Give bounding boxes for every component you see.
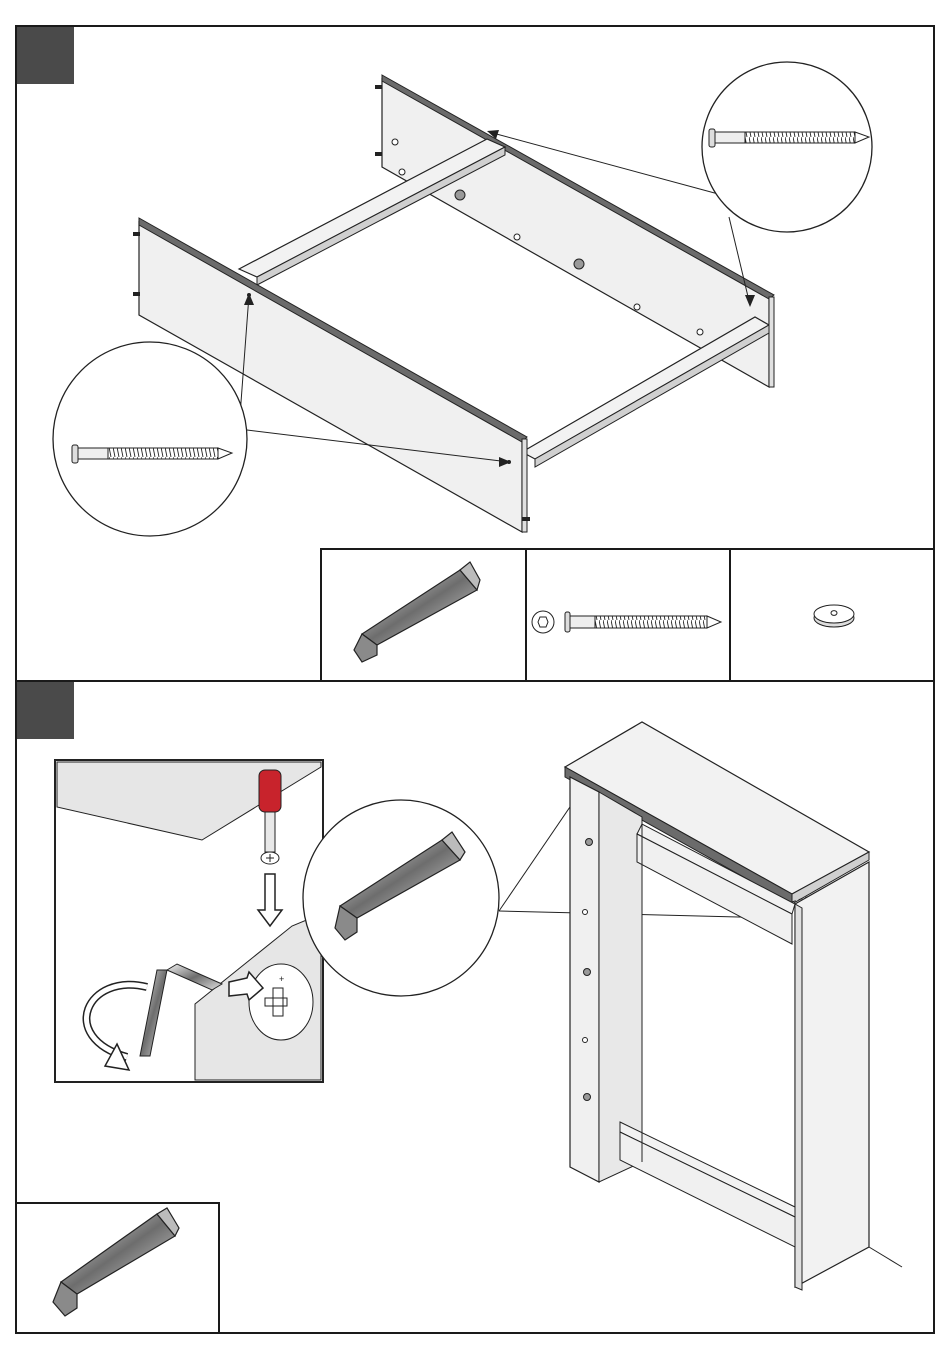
cabinet-frame xyxy=(565,722,902,1290)
part-hex-key xyxy=(15,1202,220,1334)
screw-zoom-callout-right xyxy=(702,62,872,232)
screwdriver-handle xyxy=(259,770,281,812)
cover-cap-icon xyxy=(731,550,933,680)
svg-text:+: + xyxy=(279,974,284,984)
screwdriver-inset: + xyxy=(55,760,323,1082)
assembly-step-2: step-2 + xyxy=(15,680,935,1334)
part-screw-with-cap xyxy=(525,548,731,682)
part-hex-key xyxy=(320,548,527,682)
part-cover-cap xyxy=(729,548,935,682)
screw-zoom-callout-left xyxy=(53,342,247,536)
assembly-step-1: step-1 xyxy=(15,25,935,682)
hex-key-icon xyxy=(322,550,525,680)
top-rail-right xyxy=(522,317,769,467)
hex-key-icon xyxy=(17,1204,218,1332)
screw-with-cap-icon xyxy=(527,550,729,680)
